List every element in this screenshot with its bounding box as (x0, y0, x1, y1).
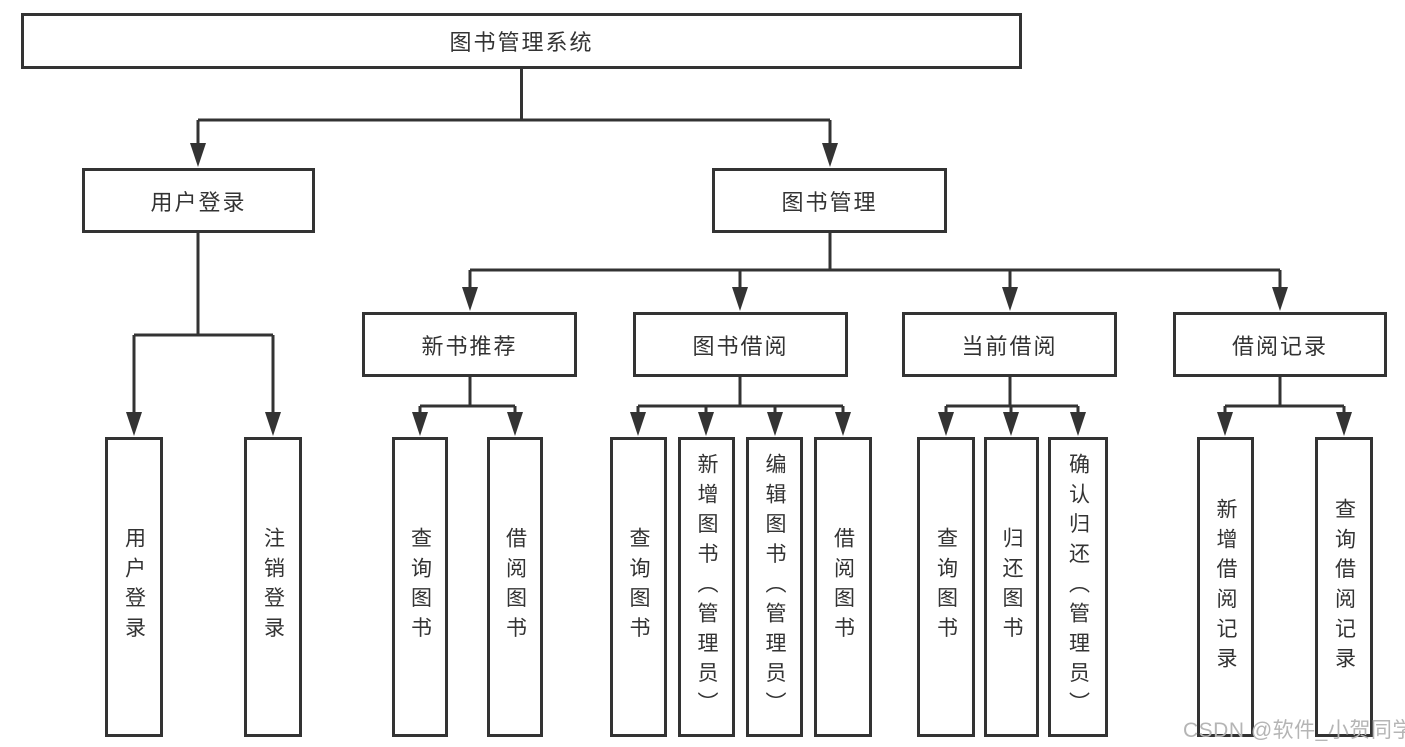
leaf-query-books-2-label: 查询图书 (627, 527, 650, 647)
node-book-borrowing-label: 图书借阅 (692, 333, 789, 359)
node-book-management-label: 图书管理 (781, 189, 878, 215)
arrowhead (698, 412, 714, 436)
connector-new-book-rec-to-leaves (412, 377, 523, 436)
leaf-query-books-3: 查询图书 (917, 437, 975, 737)
arrowhead (507, 412, 523, 436)
leaf-add-books-admin-label: 新增图书（管理员） (695, 452, 718, 722)
arrowhead (412, 412, 428, 436)
connector-root-to-level2 (190, 69, 838, 167)
node-borrowing-records-label: 借阅记录 (1231, 333, 1328, 359)
node-current-borrowing: 当前借阅 (902, 312, 1117, 377)
connector-book-mgmt-to-level3 (462, 233, 1288, 311)
arrowhead (822, 143, 838, 167)
connector-user-login-to-leaves (126, 233, 281, 436)
connector-current-borrow-to-leaves (938, 377, 1086, 436)
leaf-user-login-label: 用户登录 (122, 527, 146, 647)
leaf-query-books-1: 查询图书 (392, 437, 448, 737)
arrowhead (1003, 412, 1019, 436)
leaf-add-borrow-record-label: 新增借阅记录 (1214, 497, 1237, 677)
node-book-management: 图书管理 (712, 168, 947, 233)
node-new-book-recommend-label: 新书推荐 (421, 333, 518, 359)
arrowhead (938, 412, 954, 436)
arrowhead (1336, 412, 1352, 436)
leaf-logout-label: 注销登录 (261, 527, 285, 647)
leaf-confirm-return-admin: 确认归还（管理员） (1048, 437, 1108, 737)
arrowhead (835, 412, 851, 436)
node-user-login: 用户登录 (82, 168, 315, 233)
node-book-management-system: 图书管理系统 (21, 13, 1022, 69)
connector-borrow-records-to-leaves (1217, 377, 1352, 436)
leaf-borrow-books-1-label: 借阅图书 (503, 527, 527, 647)
leaf-query-books-1-label: 查询图书 (408, 527, 432, 647)
leaf-borrow-books-2-label: 借阅图书 (831, 527, 855, 647)
leaf-edit-books-admin-label: 编辑图书（管理员） (763, 452, 786, 722)
leaf-borrow-books-2: 借阅图书 (814, 437, 872, 737)
node-book-borrowing: 图书借阅 (633, 312, 848, 377)
leaf-user-login: 用户登录 (105, 437, 163, 737)
leaf-confirm-return-admin-label: 确认归还（管理员） (1066, 452, 1090, 722)
node-borrowing-records: 借阅记录 (1173, 312, 1387, 377)
arrowhead (462, 287, 478, 311)
arrowhead (630, 412, 646, 436)
leaf-add-books-admin: 新增图书（管理员） (678, 437, 735, 737)
leaf-query-borrow-record: 查询借阅记录 (1315, 437, 1373, 737)
arrowhead (1070, 412, 1086, 436)
arrowhead (126, 412, 142, 436)
leaf-logout: 注销登录 (244, 437, 302, 737)
leaf-query-books-3-label: 查询图书 (934, 527, 958, 647)
arrowhead (1217, 412, 1233, 436)
leaf-return-books: 归还图书 (984, 437, 1039, 737)
leaf-query-borrow-record-label: 查询借阅记录 (1332, 497, 1356, 677)
leaf-return-books-label: 归还图书 (1000, 527, 1023, 647)
arrowhead (767, 412, 783, 436)
leaf-edit-books-admin: 编辑图书（管理员） (746, 437, 803, 737)
node-book-management-system-label: 图书管理系统 (449, 30, 594, 55)
arrowhead (190, 143, 206, 167)
arrowhead (732, 287, 748, 311)
node-current-borrowing-label: 当前借阅 (961, 333, 1058, 359)
arrowhead (1002, 287, 1018, 311)
csdn-watermark: CSDN @软件_小贺同学 (1183, 719, 1405, 742)
node-new-book-recommend: 新书推荐 (362, 312, 577, 377)
node-user-login-label: 用户登录 (150, 189, 247, 215)
leaf-borrow-books-1: 借阅图书 (487, 437, 543, 737)
connector-book-borrow-to-leaves (630, 377, 851, 436)
arrowhead (265, 412, 281, 436)
leaf-query-books-2: 查询图书 (610, 437, 667, 737)
arrowhead (1272, 287, 1288, 311)
leaf-add-borrow-record: 新增借阅记录 (1197, 437, 1254, 737)
